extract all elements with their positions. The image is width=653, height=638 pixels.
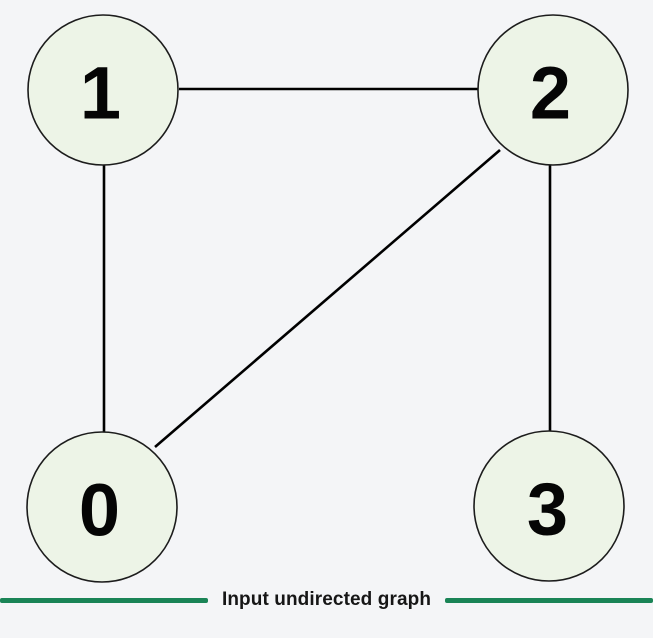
node-3-label: 3 xyxy=(527,468,567,551)
node-1[interactable]: 1 xyxy=(27,14,179,166)
edges-group xyxy=(102,87,552,448)
node-2-label: 2 xyxy=(530,52,570,135)
node-1-label: 1 xyxy=(80,52,120,135)
caption-label: Input undirected graph xyxy=(221,589,432,610)
node-1-circle[interactable] xyxy=(27,14,179,166)
node-2-circle[interactable] xyxy=(477,14,629,166)
figure-caption: Input undirected graph xyxy=(0,588,653,612)
caption-rule-right xyxy=(445,597,653,603)
edge-2-0 xyxy=(154,149,501,448)
node-0[interactable]: 0 xyxy=(26,431,178,583)
node-0-circle[interactable] xyxy=(26,431,178,583)
node-3-circle[interactable] xyxy=(473,430,625,582)
nodes-group: 1 2 0 3 xyxy=(26,14,629,583)
node-3[interactable]: 3 xyxy=(473,430,625,582)
node-0-label: 0 xyxy=(79,469,119,552)
caption-rule-left xyxy=(0,597,208,603)
node-2[interactable]: 2 xyxy=(477,14,629,166)
